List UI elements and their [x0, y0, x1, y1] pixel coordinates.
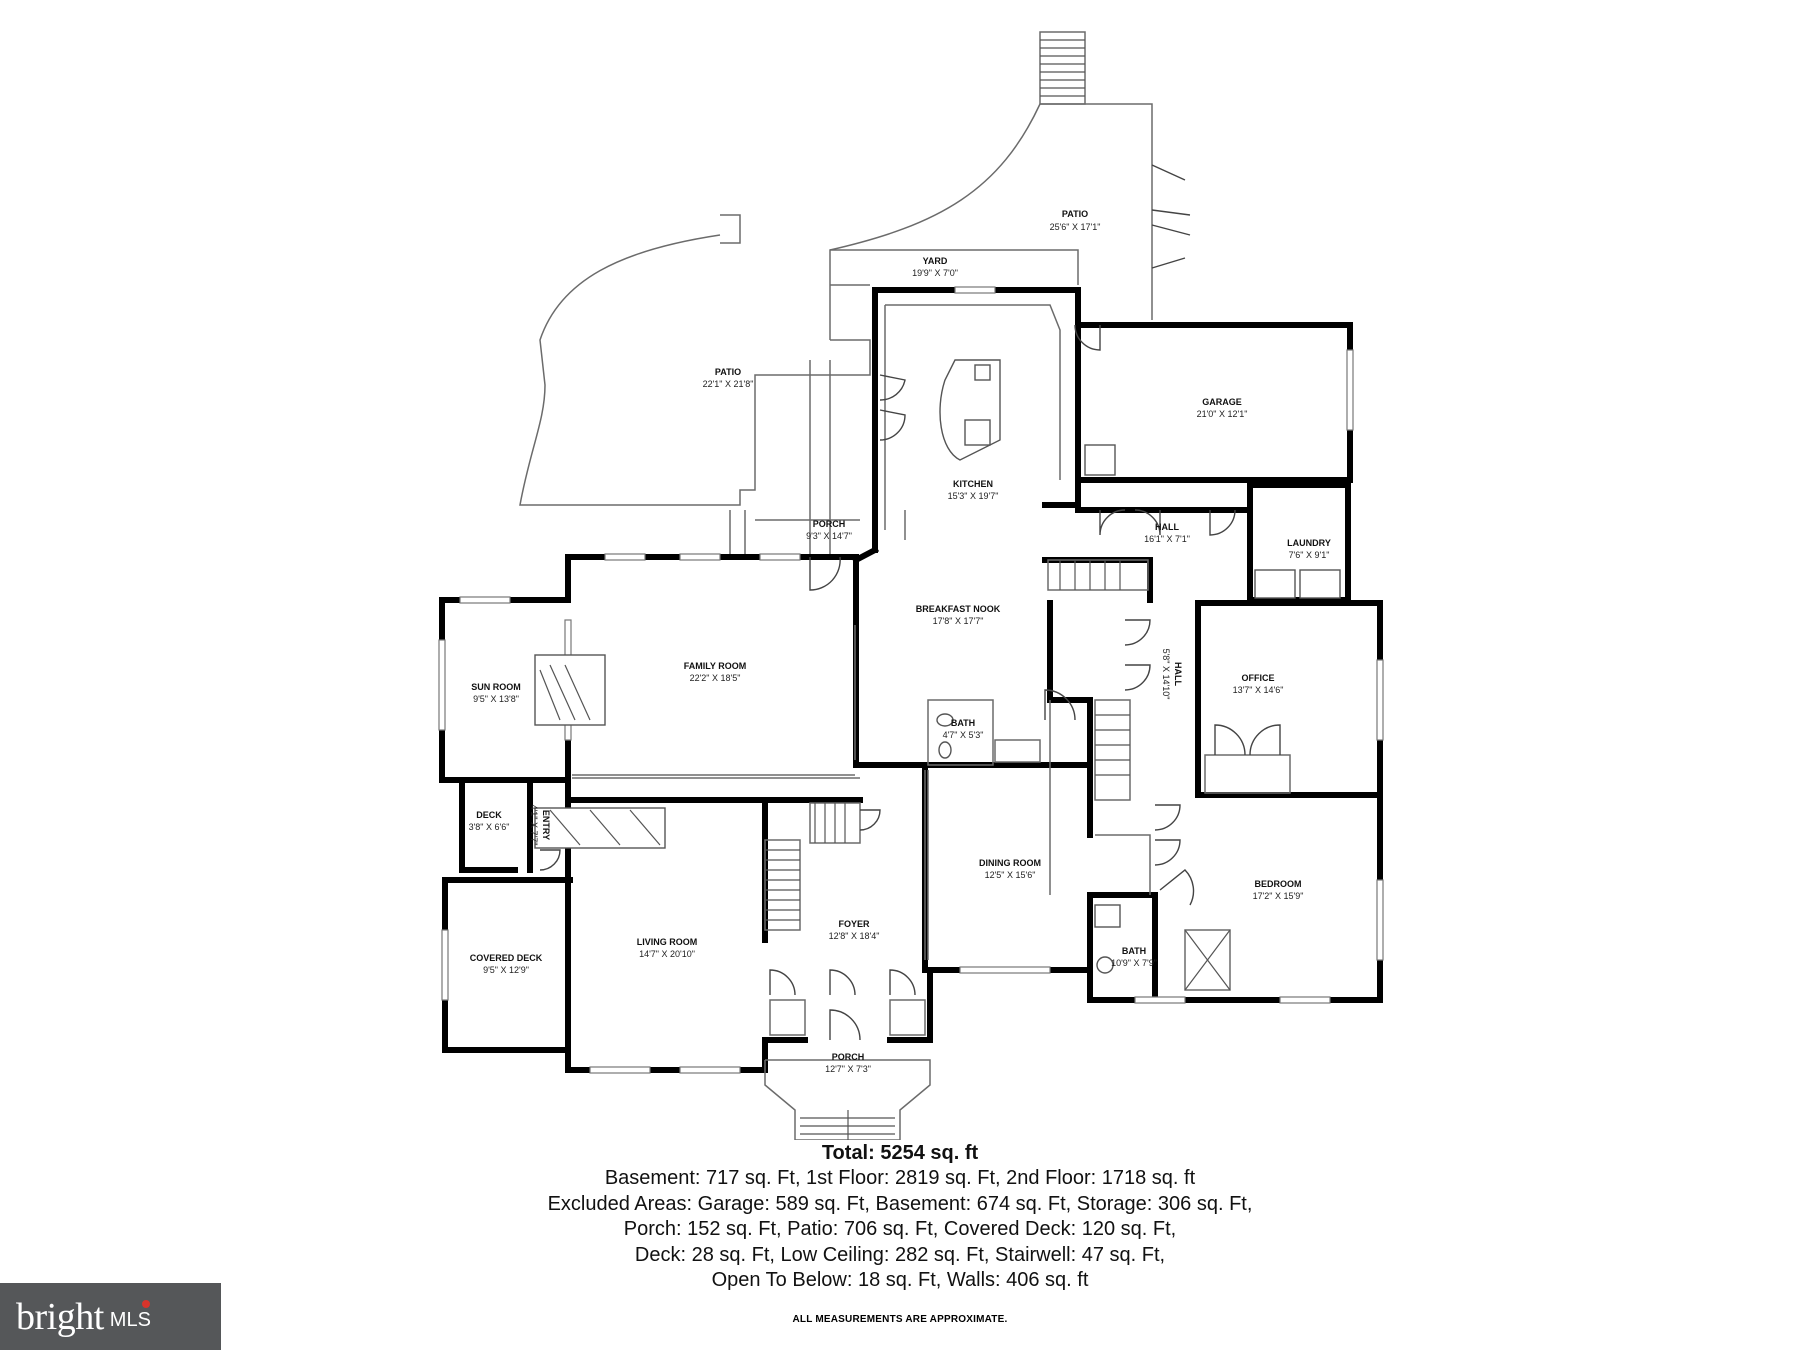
room-label-patio-left: PATIO 22'1" X 21'8"	[703, 367, 754, 389]
svg-text:13'7" X 14'6": 13'7" X 14'6"	[1233, 685, 1284, 695]
svg-text:14'7" X 20'10": 14'7" X 20'10"	[639, 949, 695, 959]
summary-line: Deck: 28 sq. Ft, Low Ceiling: 282 sq. Ft…	[634, 1243, 1166, 1266]
svg-text:BREAKFAST NOOK: BREAKFAST NOOK	[916, 604, 1001, 614]
room-label-porch-back: PORCH 9'3" X 14'7"	[806, 519, 852, 541]
svg-text:PATIO: PATIO	[715, 367, 741, 377]
svg-text:LIVING ROOM: LIVING ROOM	[637, 937, 698, 947]
room-label-family-room: FAMILY ROOM 22'2" X 18'5"	[684, 661, 747, 683]
outdoor-outlines	[519, 31, 1191, 560]
room-label-porch-front: PORCH 12'7" X 7'3"	[825, 1052, 871, 1074]
svg-text:17'8" X 17'7": 17'8" X 17'7"	[933, 616, 984, 626]
svg-text:SUN ROOM: SUN ROOM	[471, 682, 521, 692]
room-labels: PATIO 25'6" X 17'1" YARD 19'9" X 7'0" PATI…	[469, 209, 1331, 1074]
room-label-hall: HALL 16'1" X 7'1"	[1144, 522, 1190, 544]
svg-text:21'0" X 12'1": 21'0" X 12'1"	[1197, 409, 1248, 419]
svg-text:BATH: BATH	[951, 718, 975, 728]
room-label-foyer: FOYER 12'8" X 18'4"	[829, 919, 880, 941]
area-summary: Total: 5254 sq. ft Basement: 717 sq. Ft,…	[420, 1140, 1380, 1294]
svg-text:9'5" X 13'8": 9'5" X 13'8"	[473, 694, 519, 704]
room-label-bedroom: BEDROOM 17'2" X 15'9"	[1253, 879, 1304, 901]
logo-accent-dot-icon	[142, 1300, 150, 1308]
room-label-bath-right: BATH 10'9" X 7'9"	[1111, 946, 1157, 968]
svg-text:OFFICE: OFFICE	[1242, 673, 1275, 683]
svg-text:DECK: DECK	[476, 810, 502, 820]
room-label-kitchen: KITCHEN 15'3" X 19'7"	[948, 479, 999, 501]
svg-text:PATIO: PATIO	[1062, 209, 1088, 219]
svg-text:12'7" X 7'3": 12'7" X 7'3"	[825, 1064, 871, 1074]
measurement-disclaimer: ALL MEASUREMENTS ARE APPROXIMATE.	[792, 1314, 1008, 1325]
svg-text:9'5" X 12'9": 9'5" X 12'9"	[483, 965, 529, 975]
svg-text:16'1" X 7'1": 16'1" X 7'1"	[1144, 534, 1190, 544]
svg-text:12'5" X 15'6": 12'5" X 15'6"	[985, 870, 1036, 880]
svg-text:HALL: HALL	[1173, 662, 1183, 686]
svg-text:FAMILY ROOM: FAMILY ROOM	[684, 661, 747, 671]
room-label-office: OFFICE 13'7" X 14'6"	[1233, 673, 1284, 695]
room-label-deck: DECK 3'8" X 6'6"	[469, 810, 510, 832]
svg-text:4'1" X 7'7": 4'1" X 7'7"	[529, 805, 539, 846]
svg-text:BATH: BATH	[1122, 946, 1146, 956]
svg-text:COVERED DECK: COVERED DECK	[470, 953, 543, 963]
summary-line: Basement: 717 sq. Ft, 1st Floor: 2819 sq…	[604, 1167, 1196, 1189]
svg-text:9'3" X 14'7": 9'3" X 14'7"	[806, 531, 852, 541]
svg-text:PORCH: PORCH	[813, 519, 846, 529]
svg-text:LAUNDRY: LAUNDRY	[1287, 538, 1331, 548]
svg-text:15'3" X 19'7": 15'3" X 19'7"	[948, 491, 999, 501]
room-label-bath-small: BATH 4'7" X 5'3"	[943, 718, 984, 740]
svg-text:ENTRY: ENTRY	[541, 810, 551, 840]
svg-text:3'8" X 6'6": 3'8" X 6'6"	[469, 822, 510, 832]
svg-text:12'8" X 18'4": 12'8" X 18'4"	[829, 931, 880, 941]
svg-text:YARD: YARD	[923, 256, 948, 266]
svg-text:DINING ROOM: DINING ROOM	[979, 858, 1041, 868]
interior-details	[534, 304, 1341, 1041]
svg-text:FOYER: FOYER	[838, 919, 870, 929]
room-label-yard: YARD 19'9" X 7'0"	[912, 256, 958, 278]
room-label-living-room: LIVING ROOM 14'7" X 20'10"	[637, 937, 698, 959]
room-label-dining-room: DINING ROOM 12'5" X 15'6"	[979, 858, 1041, 880]
svg-text:4'7" X 5'3": 4'7" X 5'3"	[943, 730, 984, 740]
bright-mls-logo: bright MLS	[0, 1283, 221, 1350]
svg-text:GARAGE: GARAGE	[1202, 397, 1242, 407]
svg-text:7'6" X 9'1": 7'6" X 9'1"	[1289, 550, 1330, 560]
logo-suffix: MLS	[109, 1309, 151, 1331]
summary-line: Open To Below: 18 sq. Ft, Walls: 406 sq.…	[711, 1269, 1089, 1291]
svg-text:22'2" X 18'5": 22'2" X 18'5"	[690, 673, 741, 683]
total-area: Total: 5254 sq. ft	[821, 1142, 979, 1164]
room-label-laundry: LAUNDRY 7'6" X 9'1"	[1287, 538, 1331, 560]
logo-word: bright	[16, 1295, 104, 1338]
svg-text:10'9" X 7'9": 10'9" X 7'9"	[1111, 958, 1157, 968]
svg-text:19'9" X 7'0": 19'9" X 7'0"	[912, 268, 958, 278]
svg-text:25'6" X 17'1": 25'6" X 17'1"	[1050, 222, 1101, 232]
svg-text:BEDROOM: BEDROOM	[1255, 879, 1302, 889]
floor-plan: PATIO 25'6" X 17'1" YARD 19'9" X 7'0" PATI…	[438, 31, 1384, 1140]
svg-text:17'2" X 15'9": 17'2" X 15'9"	[1253, 891, 1304, 901]
svg-text:HALL: HALL	[1155, 522, 1179, 532]
svg-text:5'8" X 14'10": 5'8" X 14'10"	[1161, 649, 1171, 700]
svg-text:KITCHEN: KITCHEN	[953, 479, 993, 489]
room-label-covered-deck: COVERED DECK 9'5" X 12'9"	[470, 953, 543, 975]
room-label-patio-right: PATIO 25'6" X 17'1"	[1050, 209, 1101, 232]
summary-line: Porch: 152 sq. Ft, Patio: 706 sq. Ft, Co…	[623, 1218, 1177, 1240]
summary-line: Excluded Areas: Garage: 589 sq. Ft, Base…	[547, 1192, 1253, 1215]
svg-text:22'1" X 21'8": 22'1" X 21'8"	[703, 379, 754, 389]
room-label-garage: GARAGE 21'0" X 12'1"	[1197, 397, 1248, 419]
room-label-breakfast-nook: BREAKFAST NOOK 17'8" X 17'7"	[916, 604, 1001, 626]
svg-text:PORCH: PORCH	[832, 1052, 865, 1062]
room-label-sun-room: SUN ROOM 9'5" X 13'8"	[471, 682, 521, 704]
